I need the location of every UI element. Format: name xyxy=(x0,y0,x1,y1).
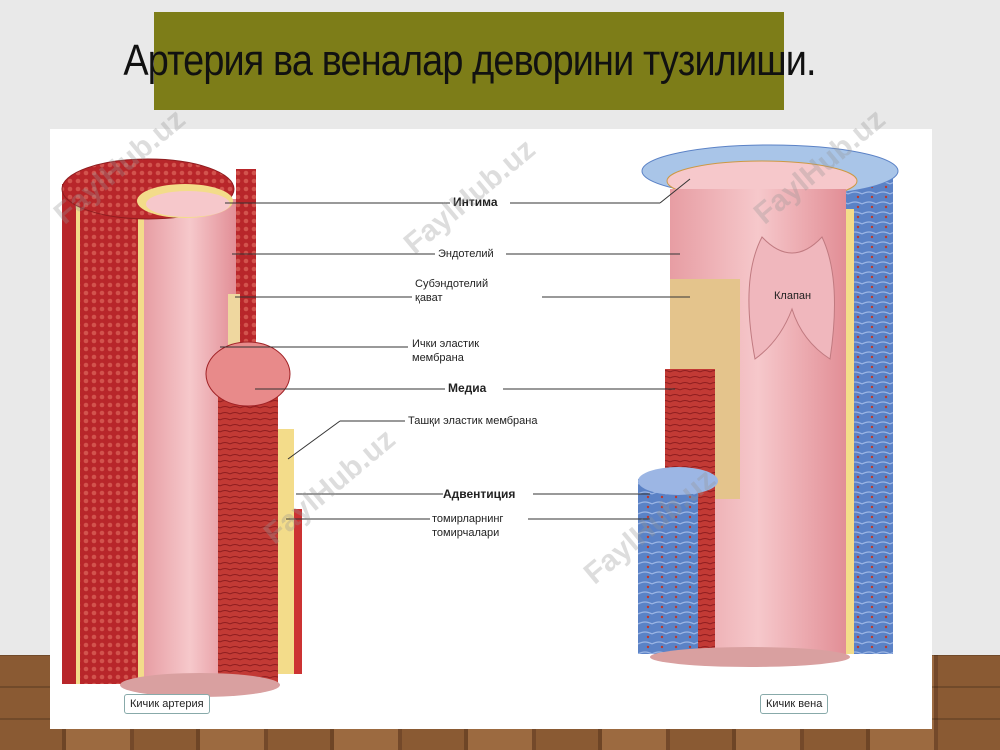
leader-lines xyxy=(220,178,691,520)
label-internal-elastic-1: Ички эластик xyxy=(412,338,480,350)
diagram-panel: Интима Эндотелий Субэндотелий қават Ички… xyxy=(50,129,932,729)
vein-drawing xyxy=(638,144,899,667)
slide-title: Артерия ва веналар деворини тузилиши. xyxy=(122,36,816,85)
label-internal-elastic-2: мембрана xyxy=(412,352,464,364)
label-intima: Интима xyxy=(453,195,498,209)
label-valve: Клапан xyxy=(774,290,812,302)
label-adventitia: Адвентиция xyxy=(443,487,516,501)
tag-small-vein: Кичик вена xyxy=(760,694,829,714)
tag-small-artery: Кичик артерия xyxy=(124,694,210,714)
label-media: Медиа xyxy=(448,381,487,395)
label-vasa-1: томирларнинг xyxy=(432,513,504,525)
label-subendothelial-1: Субэндотелий xyxy=(415,278,489,290)
label-endothelium: Эндотелий xyxy=(438,248,494,260)
label-subendothelial-2: қават xyxy=(415,292,443,304)
title-banner: Артерия ва веналар деворини тузилиши. xyxy=(123,12,816,110)
label-vasa-2: томирчалари xyxy=(432,527,500,539)
label-external-elastic: Ташқи эластик мембрана xyxy=(408,415,538,427)
artery-drawing xyxy=(61,158,302,697)
vessel-illustration xyxy=(61,144,899,697)
